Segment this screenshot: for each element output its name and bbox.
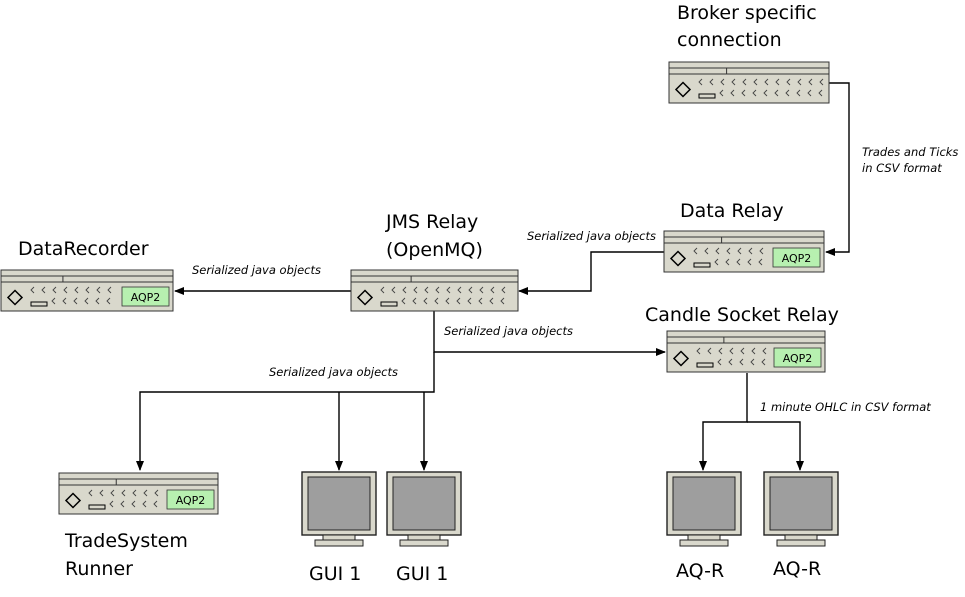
- data-relay-server: AQP2: [663, 230, 825, 273]
- power-diamond-icon: [672, 350, 690, 367]
- aqp2-tag: [121, 286, 170, 307]
- broker-label-line2: connection: [677, 29, 782, 51]
- data-recorder-label: DataRecorder: [18, 238, 149, 260]
- monitor-screen: [672, 476, 736, 531]
- monitor-screen: [307, 476, 371, 531]
- vent-pattern: [380, 286, 506, 305]
- jms-relay-label-line1: JMS Relay: [385, 211, 478, 233]
- gui-a-monitor: [301, 471, 377, 547]
- aqr-a-monitor: [666, 471, 742, 547]
- power-diamond-icon: [674, 81, 692, 98]
- tradesystem-server: AQP2: [58, 472, 219, 515]
- edge-label-candle-to-aqr: 1 minute OHLC in CSV format: [760, 400, 931, 414]
- aqp2-tag-label: AQP2: [131, 291, 161, 304]
- tradesystem-label-line2: Runner: [65, 558, 133, 580]
- connectors: [136, 82, 850, 471]
- edge-candle-trunk: [699, 373, 748, 471]
- vent-pattern: [696, 347, 767, 366]
- aqp2-tag-label: AQP2: [176, 494, 206, 507]
- broker-server: [668, 61, 830, 104]
- vent-pattern: [88, 489, 159, 508]
- monitors: [301, 471, 839, 547]
- aqr-b-label: AQ-R: [773, 558, 821, 580]
- aqr-b-monitor: [763, 471, 839, 547]
- gui-b-monitor: [386, 471, 462, 547]
- monitor-screen: [769, 476, 833, 531]
- edge-labels: Trades and Ticks in CSV format Serialize…: [192, 145, 958, 414]
- gui-a-label: GUI 1: [309, 563, 361, 585]
- power-diamond-icon: [669, 250, 687, 267]
- edge-broker-to-data-relay: [825, 82, 850, 256]
- broker-label-line1: Broker specific: [677, 2, 817, 24]
- candle-relay-server: AQP2: [666, 330, 826, 373]
- node-labels: Broker specific connection Data Relay JM…: [18, 2, 839, 585]
- aqp2-tag-label: AQP2: [782, 252, 812, 265]
- aqp2-tag: [166, 489, 215, 510]
- power-diamond-icon: [356, 289, 374, 306]
- edge-label-broker-line2: in CSV format: [862, 161, 942, 175]
- aqr-a-label: AQ-R: [676, 560, 724, 582]
- edge-candle-to-aqr-b: [747, 421, 804, 471]
- jms-relay-server: [350, 269, 519, 312]
- power-diamond-icon: [6, 289, 24, 306]
- monitor-screen: [392, 476, 456, 531]
- gui-b-label: GUI 1: [396, 563, 448, 585]
- vent-pattern: [693, 247, 764, 266]
- aqp2-tag: [773, 347, 822, 368]
- edge-label-jms-to-clients: Serialized java objects: [269, 365, 398, 379]
- aqp2-tag-label: AQP2: [783, 352, 813, 365]
- edge-label-jms-to-recorder: Serialized java objects: [192, 263, 321, 277]
- candle-relay-label: Candle Socket Relay: [645, 304, 839, 326]
- power-diamond-icon: [64, 492, 82, 509]
- vent-pattern: [30, 286, 112, 305]
- edge-jms-trunk: [136, 352, 435, 471]
- tradesystem-label-line1: TradeSystem: [64, 530, 188, 552]
- vent-pattern: [698, 78, 824, 97]
- jms-relay-label-line2: (OpenMQ): [386, 239, 483, 261]
- edge-label-jms-to-candle: Serialized java objects: [444, 324, 573, 338]
- edge-label-broker-line1: Trades and Ticks: [862, 145, 958, 159]
- data-recorder-server: AQP2: [0, 269, 174, 312]
- edge-label-data-relay-to-jms: Serialized java objects: [527, 229, 656, 243]
- data-relay-label: Data Relay: [680, 200, 784, 222]
- aqp2-tag: [772, 247, 821, 268]
- edge-data-relay-to-jms: [518, 251, 664, 295]
